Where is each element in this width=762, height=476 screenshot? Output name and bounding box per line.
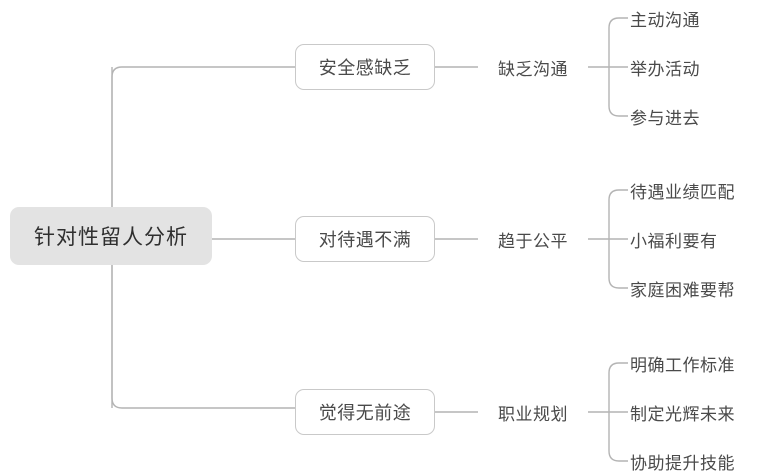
root-node-label: 针对性留人分析	[34, 226, 188, 249]
measure-label-0[interactable]: 缺乏沟通	[478, 52, 588, 82]
branch-node-1-label: 对待遇不满	[318, 230, 412, 250]
leaf-label-2-0[interactable]: 明确工作标准	[628, 349, 735, 377]
leaf-label-0-0[interactable]: 主动沟通	[628, 4, 700, 32]
branch-node-0-label: 安全感缺乏	[318, 58, 412, 78]
branch-node-2-label: 觉得无前途	[318, 403, 412, 423]
leaf-label-2-2[interactable]: 协助提升技能	[628, 447, 735, 475]
leaf-label-1-1[interactable]: 小福利要有	[628, 225, 718, 253]
measure-label-1[interactable]: 趋于公平	[478, 224, 588, 254]
leaf-label-1-2[interactable]: 家庭困难要帮	[628, 274, 735, 302]
root-node[interactable]: 针对性留人分析	[10, 207, 212, 265]
leaf-label-1-0[interactable]: 待遇业绩匹配	[628, 176, 735, 204]
branch-node-1[interactable]: 对待遇不满	[295, 216, 435, 262]
branch-node-0[interactable]: 安全感缺乏	[295, 44, 435, 90]
measure-label-2[interactable]: 职业规划	[478, 397, 588, 427]
leaf-label-0-1[interactable]: 举办活动	[628, 53, 700, 81]
leaf-label-0-2[interactable]: 参与进去	[628, 102, 700, 130]
branch-node-2[interactable]: 觉得无前途	[295, 389, 435, 435]
leaf-label-2-1[interactable]: 制定光辉未来	[628, 398, 735, 426]
